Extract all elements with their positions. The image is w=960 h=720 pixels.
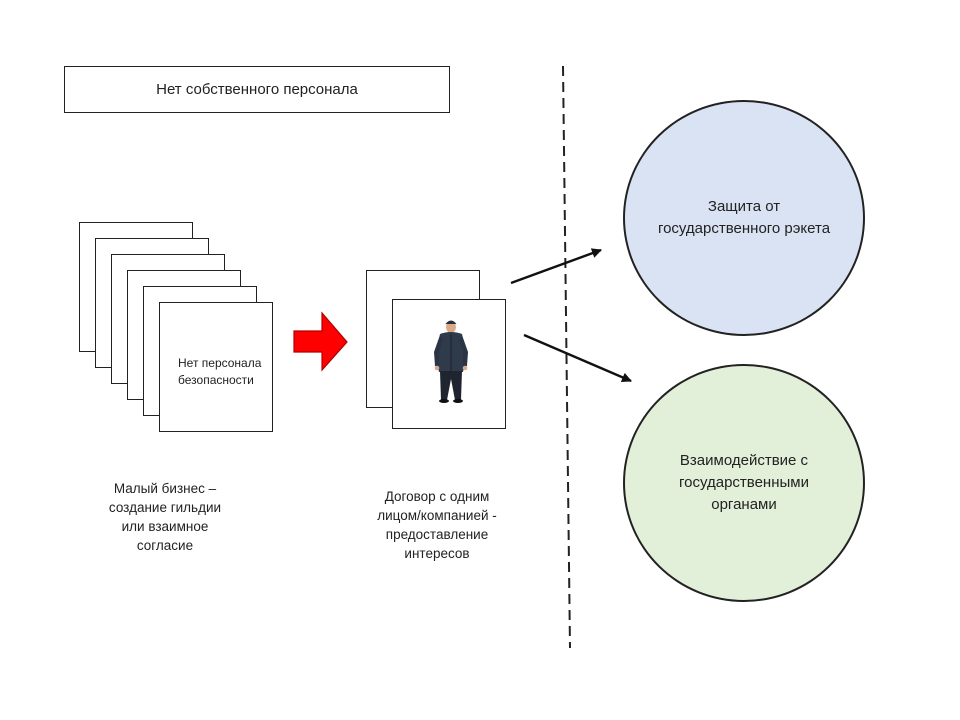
- protection-circle-text: Защита от государственного рэкета: [657, 198, 831, 237]
- red-arrow-icon: [293, 311, 348, 372]
- stack-card-front: Нет персонала безопасности: [159, 302, 273, 432]
- contract-caption: Договор с одним лицом/компанией - предос…: [377, 489, 497, 561]
- no-staff-title: Нет собственного персонала: [156, 81, 358, 98]
- no-security-staff-label: Нет персонала безопасности: [178, 356, 262, 387]
- arrow-to-interaction: [523, 333, 632, 383]
- dashed-divider: [562, 65, 571, 649]
- no-staff-title-box: Нет собственного персонала: [64, 66, 450, 113]
- interaction-circle-text: Взаимодействие с государственными органа…: [679, 452, 809, 513]
- small-business-caption: Малый бизнес – создание гильдии или взаи…: [108, 481, 222, 553]
- security-guard-icon: [434, 320, 468, 403]
- arrow-to-protection: [510, 248, 602, 285]
- interaction-circle: Взаимодействие с государственными органа…: [623, 364, 865, 602]
- protection-circle: Защита от государственного рэкета: [623, 100, 865, 336]
- contract-card-front: [392, 299, 506, 429]
